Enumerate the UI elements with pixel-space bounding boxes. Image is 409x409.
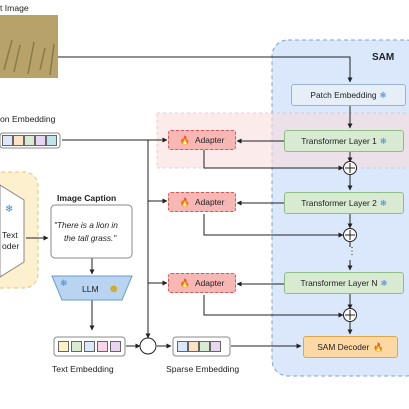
token-cell [110, 341, 121, 352]
transformer-layer-n-label: Transformer Layer N [300, 278, 378, 288]
sam-decoder-label: SAM Decoder [317, 342, 370, 352]
adapter-1-label: Adapter [195, 135, 225, 145]
ellipsis: ⋮ [347, 246, 357, 257]
transformer-layer-2-label: Transformer Layer 2 [301, 198, 377, 208]
plus-circle-icon [343, 228, 357, 242]
adapter-1: 🔥 Adapter [168, 130, 236, 150]
top-embedding-label: on Embedding [0, 114, 56, 124]
token-cell [13, 135, 24, 146]
smiley-icon: ☻ [108, 283, 120, 295]
token-cell [199, 341, 210, 352]
text-encoder-trapezoid [0, 184, 25, 278]
transformer-layer-1: Transformer Layer 1 ❄ [284, 130, 404, 152]
adapter-2-label: Adapter [195, 197, 225, 207]
transformer-layer-2: Transformer Layer 2 ❄ [284, 192, 404, 214]
snowflake-icon: ❄ [380, 278, 388, 288]
token-cell [97, 341, 108, 352]
text-encoder-label-1: Text [2, 230, 18, 240]
snowflake-icon: ❄ [60, 278, 68, 288]
token-cell [210, 341, 221, 352]
sparse-embedding-label: Sparse Embedding [166, 364, 240, 374]
transformer-layer-1-label: Transformer Layer 1 [301, 136, 377, 146]
llm-shape [51, 275, 133, 301]
fire-icon: 🔥 [373, 341, 384, 352]
snowflake-icon: ❄ [379, 198, 387, 208]
fire-icon: 🔥 [179, 134, 191, 145]
snowflake-icon: ❄ [379, 136, 387, 146]
patch-embedding-label: Patch Embedding [310, 90, 377, 100]
snowflake-icon: ❄ [379, 90, 387, 100]
token-cell [177, 341, 188, 352]
sam-decoder-box: SAM Decoder 🔥 [303, 336, 398, 358]
token-cell [58, 341, 69, 352]
transformer-layer-n: Transformer Layer N ❄ [284, 272, 404, 294]
plus-circle-icon [139, 337, 157, 355]
token-cell [35, 135, 46, 146]
token-cell [46, 135, 57, 146]
token-cell [84, 341, 95, 352]
caption-box [50, 204, 133, 259]
token-cell [188, 341, 199, 352]
adapter-n: 🔥 Adapter [168, 273, 236, 293]
token-cell [71, 341, 82, 352]
input-image-label: t Image [0, 3, 29, 13]
text-encoder-label-2: oder [2, 241, 20, 251]
token-cell [2, 135, 13, 146]
caption-line-2: the tall grass." [64, 233, 117, 243]
token-cell [24, 135, 35, 146]
llm-label: LLM [82, 284, 99, 294]
image-caption-title: Image Caption [57, 193, 117, 203]
adapter-n-label: Adapter [195, 278, 225, 288]
adapter-2: 🔥 Adapter [168, 192, 236, 212]
fire-icon: 🔥 [179, 277, 191, 288]
fire-icon: 🔥 [179, 196, 191, 207]
sam-title: SAM [372, 52, 395, 63]
text-embedding-label: Text Embedding [52, 364, 114, 374]
caption-line-1: "There is a lion in [54, 220, 118, 230]
plus-circle-icon [343, 161, 357, 175]
patch-embedding-box: Patch Embedding ❄ [291, 84, 406, 106]
snowflake-icon: ❄ [5, 204, 14, 215]
plus-circle-icon [343, 308, 357, 322]
